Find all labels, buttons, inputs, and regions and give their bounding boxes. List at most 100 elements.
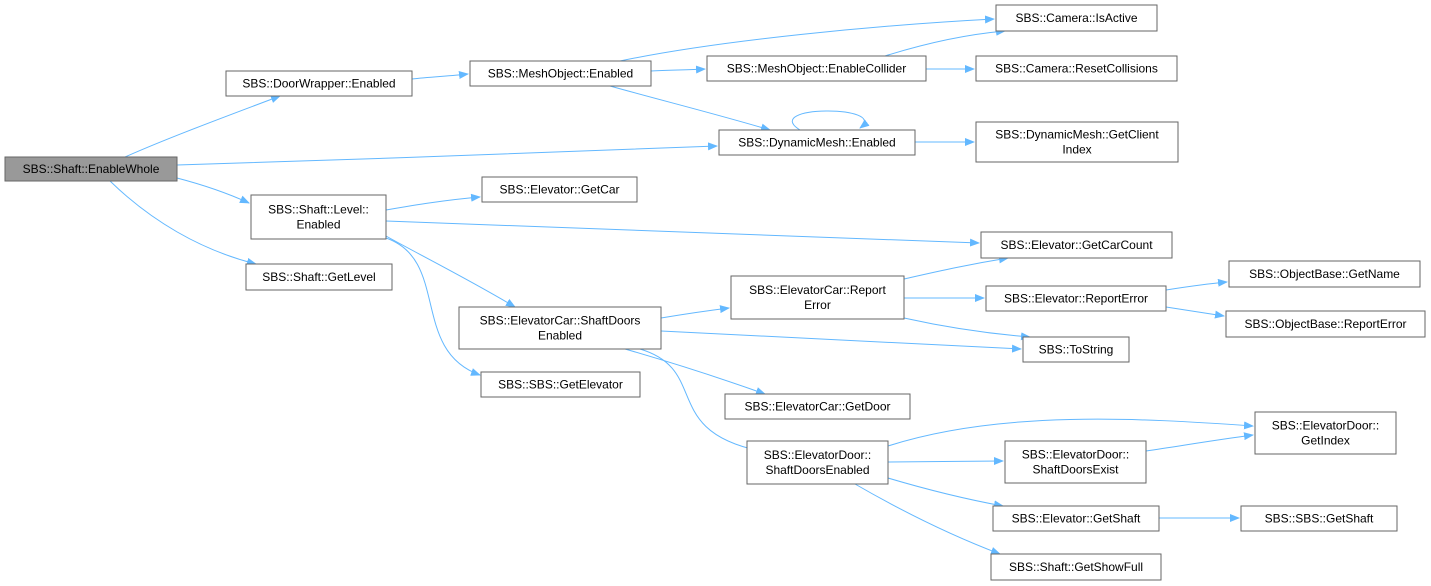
- node-box: [481, 176, 638, 203]
- node-elevatordoor-getindex[interactable]: SBS::ElevatorDoor::GetIndex: [1254, 411, 1397, 455]
- edge-elevatorcar_shaftdoorsenabled-to-tostring: [660, 330, 1022, 353]
- edge-doorwrapper_enabled-to-meshobject_enabled: [411, 71, 469, 80]
- node-box: [990, 553, 1162, 581]
- node-label: GetIndex: [1301, 434, 1350, 448]
- edge-elevatordoor_shaftdoorsenabled-to-elevatordoor_getindex: [887, 418, 1254, 447]
- edge-shaft_level_enabled-to-elevator_getcarcount: [385, 220, 980, 247]
- node-box: [980, 231, 1173, 259]
- node-meshobject-enabled[interactable]: SBS::MeshObject::Enabled: [469, 60, 652, 87]
- node-label: SBS::ElevatorDoor::: [1272, 419, 1379, 433]
- node-elevatorcar-reporterror[interactable]: SBS::ElevatorCar::ReportError: [730, 275, 905, 320]
- node-label: SBS::ObjectBase::GetName: [1249, 267, 1400, 281]
- node-label: SBS::DynamicMesh::Enabled: [738, 136, 895, 150]
- node-elevatorcar-shaftdoorsenabled[interactable]: SBS::ElevatorCar::ShaftDoorsEnabled: [458, 306, 662, 350]
- node-elevatordoor-shaftdoorsexist[interactable]: SBS::ElevatorDoor::ShaftDoorsExist: [1004, 440, 1147, 484]
- node-elevator-getcarcount[interactable]: SBS::Elevator::GetCarCount: [980, 231, 1173, 259]
- node-box: [985, 285, 1167, 312]
- node-elevator-getcar[interactable]: SBS::Elevator::GetCar: [481, 176, 638, 203]
- node-objectbase-reporterror[interactable]: SBS::ObjectBase::ReportError: [1225, 310, 1426, 338]
- node-box: [1228, 260, 1421, 288]
- edge-shaft_enablewhole-to-shaft_level_enabled: [176, 177, 250, 204]
- edge-shaft_enablewhole-to-dynamicmesh_enabled: [176, 142, 718, 166]
- edge-elevatordoor_shaftdoorsenabled-to-elevatordoor_shaftdoorsexist: [887, 457, 1004, 466]
- node-label: ShaftDoorsEnabled: [765, 463, 869, 477]
- node-box: [995, 4, 1158, 32]
- node-shaft-level-enabled[interactable]: SBS::Shaft::Level::Enabled: [250, 194, 387, 240]
- node-label: SBS::Shaft::GetShowFull: [1009, 560, 1143, 574]
- edge-elevator_reporterror-to-objectbase_reporterror: [1165, 306, 1225, 319]
- node-meshobject-enablecollider[interactable]: SBS::MeshObject::EnableCollider: [706, 55, 927, 82]
- node-objectbase-getname[interactable]: SBS::ObjectBase::GetName: [1228, 260, 1421, 288]
- edge-elevator_reporterror-to-objectbase_getname: [1165, 278, 1228, 291]
- node-box: [225, 70, 413, 97]
- node-box: [4, 156, 178, 182]
- node-label: SBS::DoorWrapper::Enabled: [242, 77, 395, 91]
- edge-shaft_enablewhole-to-shaft_getlevel: [109, 180, 257, 266]
- node-elevator-getshaft[interactable]: SBS::Elevator::GetShaft: [992, 505, 1160, 532]
- node-box: [1254, 411, 1397, 455]
- node-box: [724, 393, 911, 420]
- node-label: SBS::DynamicMesh::GetClient: [995, 128, 1159, 142]
- node-label: ShaftDoorsExist: [1032, 463, 1119, 477]
- node-elevatorcar-getdoor[interactable]: SBS::ElevatorCar::GetDoor: [724, 393, 911, 420]
- node-label: SBS::SBS::GetShaft: [1265, 512, 1374, 526]
- node-box: [480, 371, 641, 398]
- edge-shaft_level_enabled-to-elevatorcar_shaftdoorsenabled: [385, 235, 516, 308]
- node-tostring[interactable]: SBS::ToString: [1022, 336, 1130, 363]
- node-label: SBS::MeshObject::EnableCollider: [727, 62, 906, 76]
- node-label: SBS::ElevatorCar::ShaftDoors: [480, 314, 641, 328]
- node-doorwrapper-enabled[interactable]: SBS::DoorWrapper::Enabled: [225, 70, 413, 97]
- node-label: SBS::Elevator::GetCar: [499, 183, 619, 197]
- edge-meshobject_enablecollider-to-camera_isactive: [884, 27, 1006, 57]
- edge-elevatorcar_shaftdoorsenabled-to-elevatorcar_reporterror: [660, 305, 730, 319]
- node-label: SBS::Shaft::EnableWhole: [23, 162, 160, 176]
- node-shaft-getshowfull[interactable]: SBS::Shaft::GetShowFull: [990, 553, 1162, 581]
- node-label: SBS::Camera::ResetCollisions: [995, 62, 1158, 76]
- node-box: [458, 306, 662, 350]
- edge-meshobject_enabled-to-dynamicmesh_enabled: [609, 85, 771, 132]
- node-label: SBS::Elevator::GetShaft: [1012, 512, 1141, 526]
- node-label: Index: [1062, 143, 1091, 157]
- node-box: [975, 55, 1178, 82]
- node-camera-isactive[interactable]: SBS::Camera::IsActive: [995, 4, 1158, 32]
- edge-elevatorcar_shaftdoorsenabled-to-elevatorcar_getdoor: [624, 348, 766, 395]
- node-label: SBS::SBS::GetElevator: [498, 378, 623, 392]
- node-sbs-getelevator[interactable]: SBS::SBS::GetElevator: [480, 371, 641, 398]
- node-box: [975, 121, 1179, 163]
- edge-elevatordoor_shaftdoorsenabled-to-elevator_getshaft: [887, 477, 1004, 509]
- node-label: SBS::Shaft::Level::: [268, 203, 369, 217]
- node-sbs-getshaft[interactable]: SBS::SBS::GetShaft: [1240, 505, 1398, 532]
- node-dynamicmesh-enabled[interactable]: SBS::DynamicMesh::Enabled: [718, 129, 916, 156]
- node-label: SBS::ElevatorDoor::: [764, 448, 871, 462]
- edge-shaft_enablewhole-to-doorwrapper_enabled: [124, 95, 281, 158]
- edge-dynamicmesh_enabled-to-dynamicmesh_enabled: [791, 110, 870, 131]
- node-shaft-getlevel[interactable]: SBS::Shaft::GetLevel: [245, 263, 393, 291]
- node-label: SBS::ToString: [1039, 343, 1114, 357]
- node-label: Enabled: [538, 329, 582, 343]
- node-label: SBS::ElevatorCar::GetDoor: [744, 400, 890, 414]
- node-label: Enabled: [296, 218, 340, 232]
- node-label: SBS::Camera::IsActive: [1015, 11, 1137, 25]
- node-box: [746, 440, 889, 485]
- edge-elevatordoor_shaftdoorsenabled-to-shaft_getshowfull: [854, 483, 1001, 555]
- node-box: [718, 129, 916, 156]
- node-label: SBS::Elevator::GetCarCount: [1000, 238, 1153, 252]
- edge-elevatorcar_reporterror-to-tostring: [903, 317, 1031, 341]
- node-elevatordoor-shaftdoorsenabled[interactable]: SBS::ElevatorDoor::ShaftDoorsEnabled: [746, 440, 889, 485]
- edge-shaft_level_enabled-to-sbs_getelevator: [385, 237, 481, 376]
- node-elevator-reporterror[interactable]: SBS::Elevator::ReportError: [985, 285, 1167, 312]
- node-box: [1004, 440, 1147, 484]
- edge-elevatorcar_shaftdoorsenabled-to-elevatordoor_shaftdoorsenabled: [639, 348, 761, 454]
- node-box: [245, 263, 393, 291]
- node-camera-resetcollisions[interactable]: SBS::Camera::ResetCollisions: [975, 55, 1178, 82]
- node-shaft-enablewhole[interactable]: SBS::Shaft::EnableWhole: [4, 156, 178, 182]
- node-box: [706, 55, 927, 82]
- node-box: [1225, 310, 1426, 338]
- nodes-layer: SBS::Shaft::EnableWhole SBS::DoorWrapper:…: [4, 4, 1426, 581]
- edge-elevatorcar_reporterror-to-elevator_getcarcount: [903, 255, 1009, 280]
- node-box: [469, 60, 652, 87]
- node-label: SBS::ElevatorDoor::: [1022, 448, 1129, 462]
- node-box: [250, 194, 387, 240]
